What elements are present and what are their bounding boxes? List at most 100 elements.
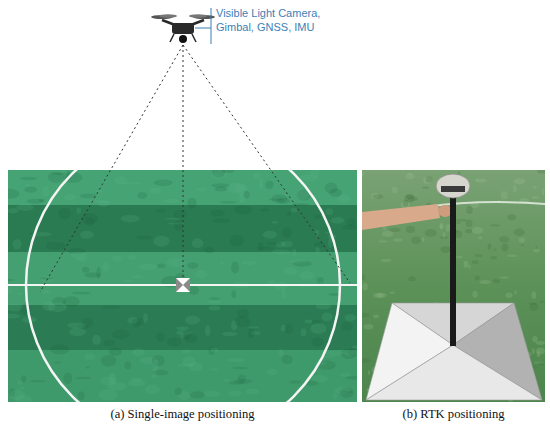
grass-texture (299, 175, 318, 181)
grass-texture (532, 196, 539, 199)
grass-texture (203, 391, 220, 397)
grass-texture (190, 391, 205, 398)
grass-texture (390, 292, 395, 294)
grass-texture (175, 388, 182, 395)
grass-texture (46, 242, 66, 250)
grass-texture (422, 237, 425, 242)
grass-texture (292, 249, 296, 256)
grass-texture (531, 291, 536, 299)
drone-rotor (159, 14, 177, 18)
grass-texture (292, 203, 309, 206)
grass-texture (122, 182, 141, 184)
grass-texture (209, 297, 220, 300)
grass-texture (102, 262, 109, 272)
grass-texture (322, 313, 333, 322)
grass-texture (542, 188, 545, 195)
grass-texture (96, 267, 101, 279)
grass-texture (362, 283, 367, 290)
grass-texture (456, 256, 463, 259)
grass-texture (211, 183, 230, 188)
grass-texture (488, 243, 491, 249)
grass-texture (48, 172, 64, 183)
grass-texture (311, 337, 324, 347)
grass-texture (393, 238, 402, 241)
grass-texture (132, 348, 145, 356)
grass-texture (381, 259, 392, 262)
grass-texture (352, 345, 357, 349)
grass-texture (204, 247, 215, 253)
grass-texture (149, 187, 161, 193)
grass-texture (422, 187, 429, 189)
grass-texture (490, 224, 500, 226)
rtk-photo (362, 170, 545, 402)
grass-texture (39, 276, 55, 282)
grass-texture (513, 185, 517, 193)
grass-texture (78, 392, 85, 400)
grass-texture (475, 179, 479, 181)
grass-texture (405, 194, 414, 198)
grass-texture (281, 289, 285, 299)
grass-texture (325, 208, 333, 215)
grass-texture (472, 260, 479, 264)
grass-texture (182, 357, 196, 367)
grass-texture (54, 361, 61, 363)
grass-texture (536, 341, 545, 345)
grass-texture (389, 228, 400, 232)
grass-texture (8, 288, 12, 294)
grass-texture (406, 173, 415, 179)
grass-texture (500, 276, 509, 278)
grass-texture (182, 330, 191, 340)
grass-texture (137, 192, 147, 199)
grass-texture (532, 348, 535, 354)
grass-texture (156, 332, 165, 341)
grass-texture (532, 336, 538, 343)
drone (151, 14, 215, 43)
grass-texture (153, 236, 170, 247)
grass-texture (16, 204, 34, 211)
grass-texture (42, 186, 50, 196)
grass-texture (333, 393, 338, 399)
grass-texture (490, 256, 497, 259)
grass-texture (30, 380, 46, 382)
sight-line (183, 45, 184, 277)
grass-texture (187, 262, 198, 268)
grass-texture (112, 256, 123, 262)
grass-texture (76, 207, 81, 214)
grass-texture (466, 220, 473, 227)
target-triangle (176, 278, 183, 292)
grass-texture (8, 279, 15, 281)
grass-texture (253, 173, 261, 180)
grass-texture (245, 389, 259, 395)
grass-texture (325, 183, 338, 194)
grass-texture (24, 186, 37, 192)
grass-texture (475, 276, 480, 281)
grass-texture (165, 218, 181, 220)
target-triangle (183, 278, 190, 292)
grass-texture (205, 325, 210, 336)
grass-texture (75, 377, 92, 379)
grass-texture (406, 226, 415, 233)
grass-texture (537, 170, 545, 174)
grass-texture (99, 389, 118, 400)
grass-texture (102, 305, 120, 309)
grass-texture (249, 326, 260, 328)
grass-texture (222, 332, 238, 336)
grass-texture (227, 358, 246, 362)
grass-texture (529, 303, 537, 306)
grass-texture (505, 293, 512, 298)
grass-band (8, 252, 357, 305)
grass-texture (82, 318, 93, 327)
grass-texture (533, 186, 537, 189)
grass-texture (468, 265, 470, 269)
grass-texture (69, 327, 86, 336)
grass-texture (232, 367, 248, 369)
grass-texture (317, 277, 324, 283)
grass-texture (121, 215, 140, 223)
board-face (366, 345, 542, 400)
grass-texture (440, 223, 444, 230)
grass-texture (342, 350, 357, 356)
grass-texture (514, 229, 525, 237)
grass-texture (501, 191, 508, 199)
grass-texture (181, 350, 191, 354)
